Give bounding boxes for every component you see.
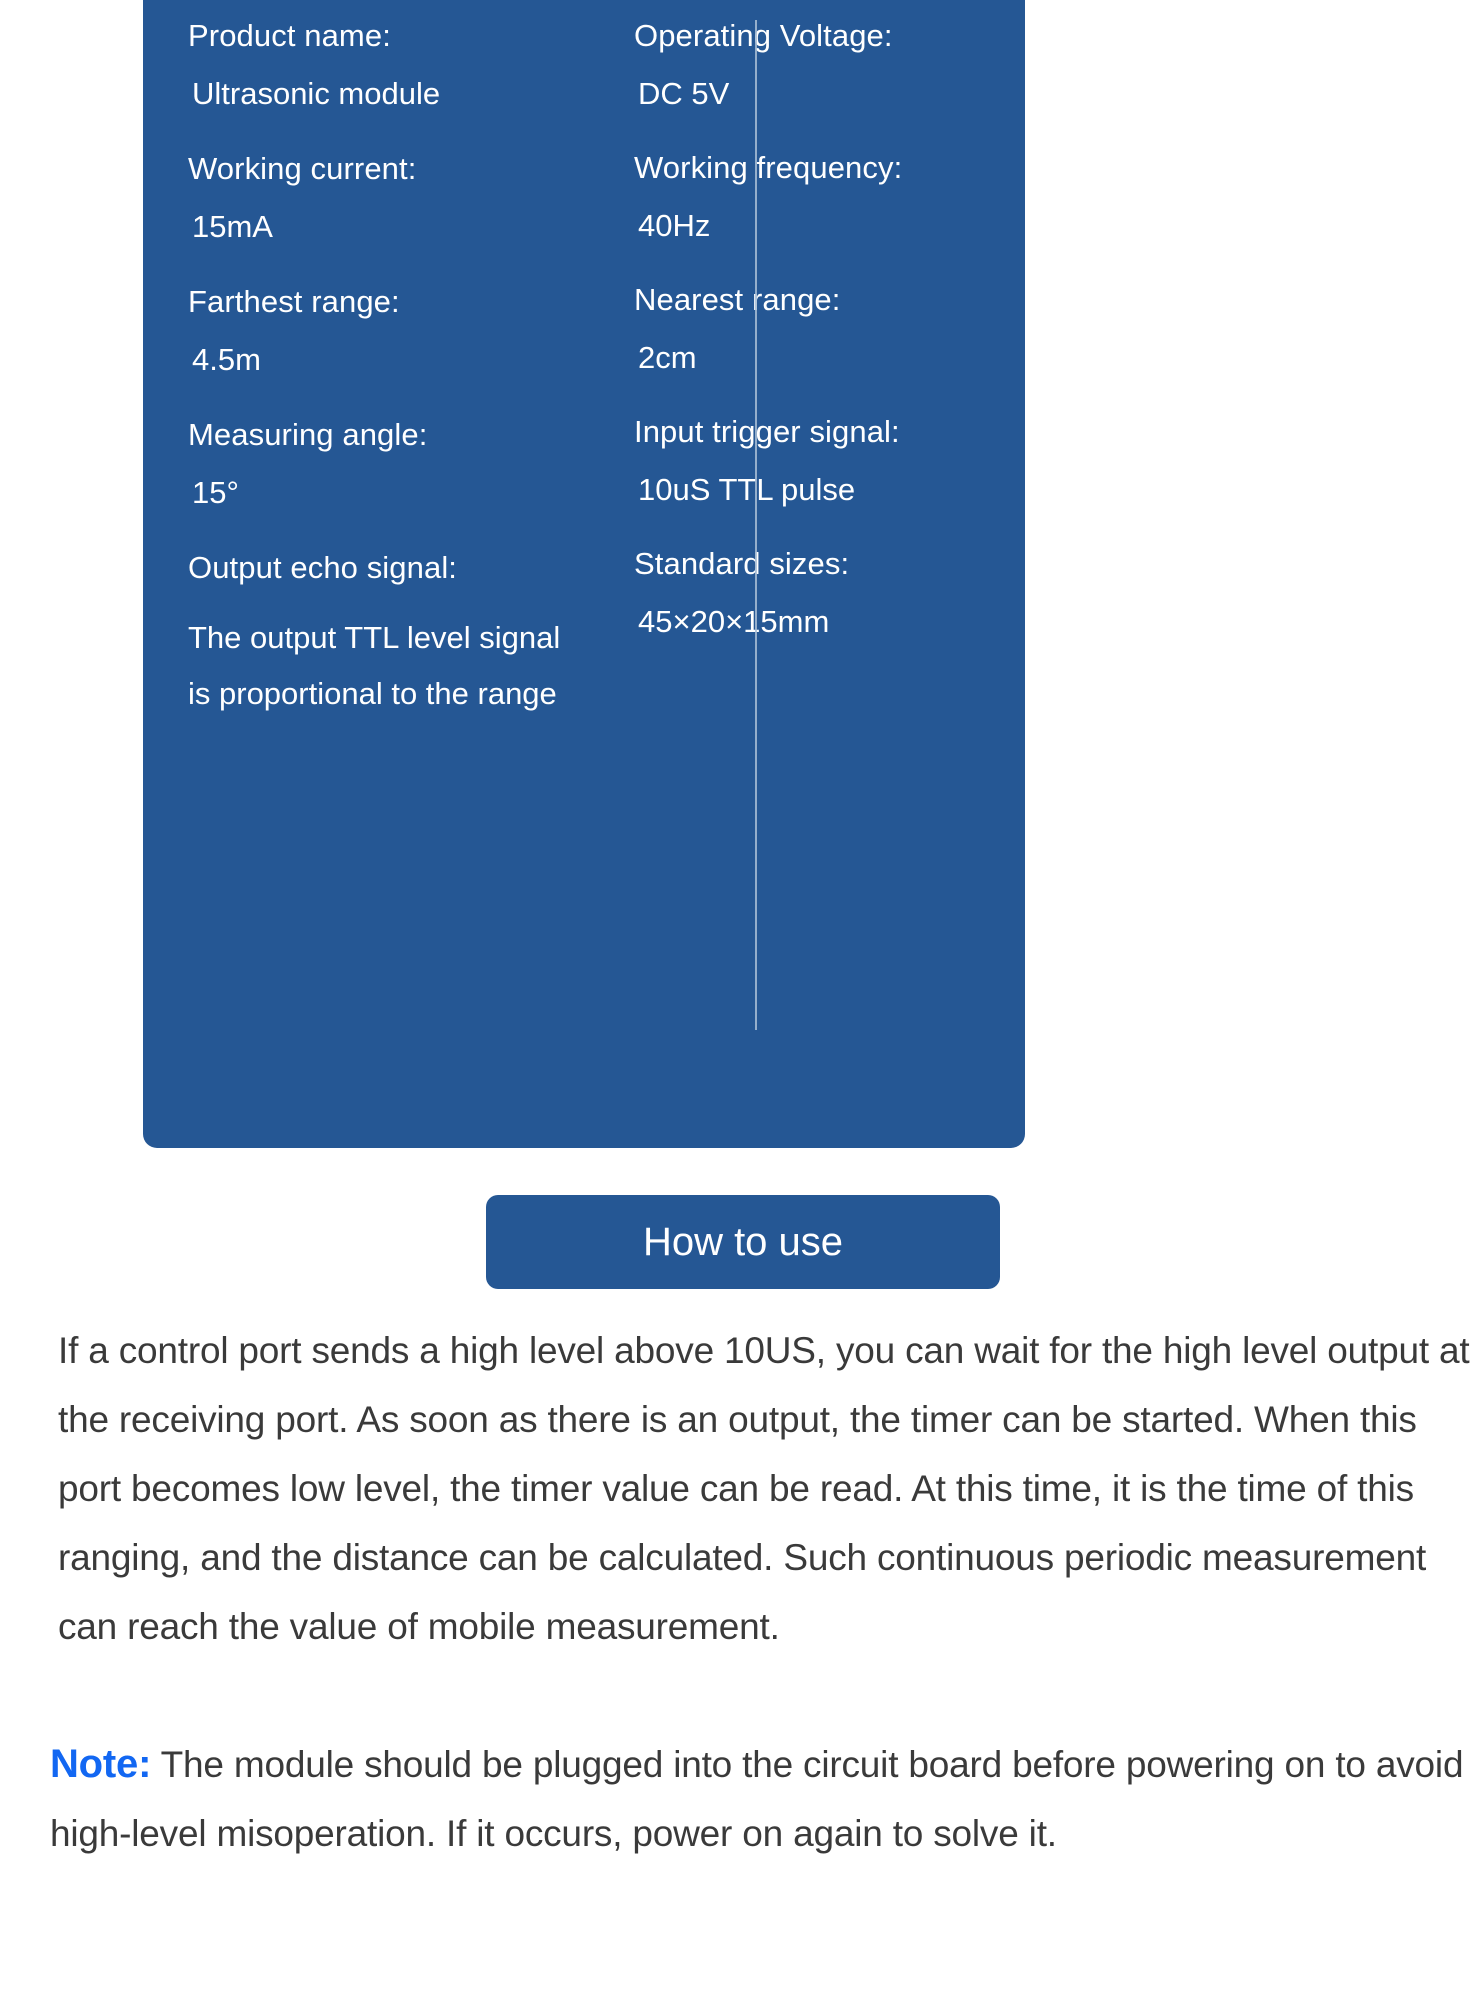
specification-grid: Product name: Ultrasonic module Working … (143, 0, 1025, 1148)
spec-value: 10uS TTL pulse (638, 472, 856, 507)
spec-column-right: Operating Voltage: DC 5V Working frequen… (584, 0, 1025, 1148)
spec-key: Farthest range: (188, 284, 400, 319)
note-text: The module should be plugged into the ci… (50, 1744, 1464, 1854)
spec-value: 40Hz (638, 208, 711, 243)
spec-key: Measuring angle: (188, 417, 428, 452)
spec-item-working-frequency: Working frequency: 40Hz (634, 152, 1025, 241)
how-to-use-button[interactable]: How to use (486, 1195, 1000, 1289)
spec-item-farthest-range: Farthest range: 4.5m (188, 286, 584, 375)
paragraph-text: If a control port sends a high level abo… (58, 1330, 1470, 1647)
spec-item-nearest-range: Nearest range: 2cm (634, 284, 1025, 373)
spec-item-working-current: Working current: 15mA (188, 153, 584, 242)
spec-item-product-name: Product name: Ultrasonic module (188, 20, 584, 109)
spec-key: Output echo signal: (188, 550, 458, 585)
spec-item-operating-voltage: Operating Voltage: DC 5V (634, 20, 1025, 109)
spec-item-output-echo-signal: Output echo signal: The output TTL level… (188, 552, 584, 722)
spec-value: DC 5V (638, 76, 730, 111)
column-divider (755, 20, 757, 1030)
spec-column-left: Product name: Ultrasonic module Working … (143, 0, 584, 1148)
spec-key: Standard sizes: (634, 546, 850, 581)
spec-item-input-trigger-signal: Input trigger signal: 10uS TTL pulse (634, 416, 1025, 505)
spec-value: 15mA (192, 209, 273, 244)
spec-value: The output TTL level signal is proportio… (188, 620, 561, 711)
spec-key: Operating Voltage: (634, 18, 893, 53)
spec-item-standard-sizes: Standard sizes: 45×20×15mm (634, 548, 1025, 637)
spec-key: Working current: (188, 151, 417, 186)
spec-value: 15° (192, 475, 239, 510)
spec-value: 4.5m (192, 342, 261, 377)
note-block: Note: The module should be plugged into … (0, 1730, 1483, 1868)
spec-key: Working frequency: (634, 150, 903, 185)
specification-panel: Product name: Ultrasonic module Working … (143, 0, 1025, 1148)
note-label: Note: (50, 1742, 152, 1786)
spec-item-measuring-angle: Measuring angle: 15° (188, 419, 584, 508)
how-to-use-paragraph: If a control port sends a high level abo… (0, 1316, 1483, 1661)
spec-key: Product name: (188, 18, 391, 53)
spec-value: 45×20×15mm (638, 604, 830, 639)
spec-value: 2cm (638, 340, 697, 375)
spec-key: Input trigger signal: (634, 414, 900, 449)
spec-value: Ultrasonic module (192, 76, 441, 111)
spec-key: Nearest range: (634, 282, 841, 317)
